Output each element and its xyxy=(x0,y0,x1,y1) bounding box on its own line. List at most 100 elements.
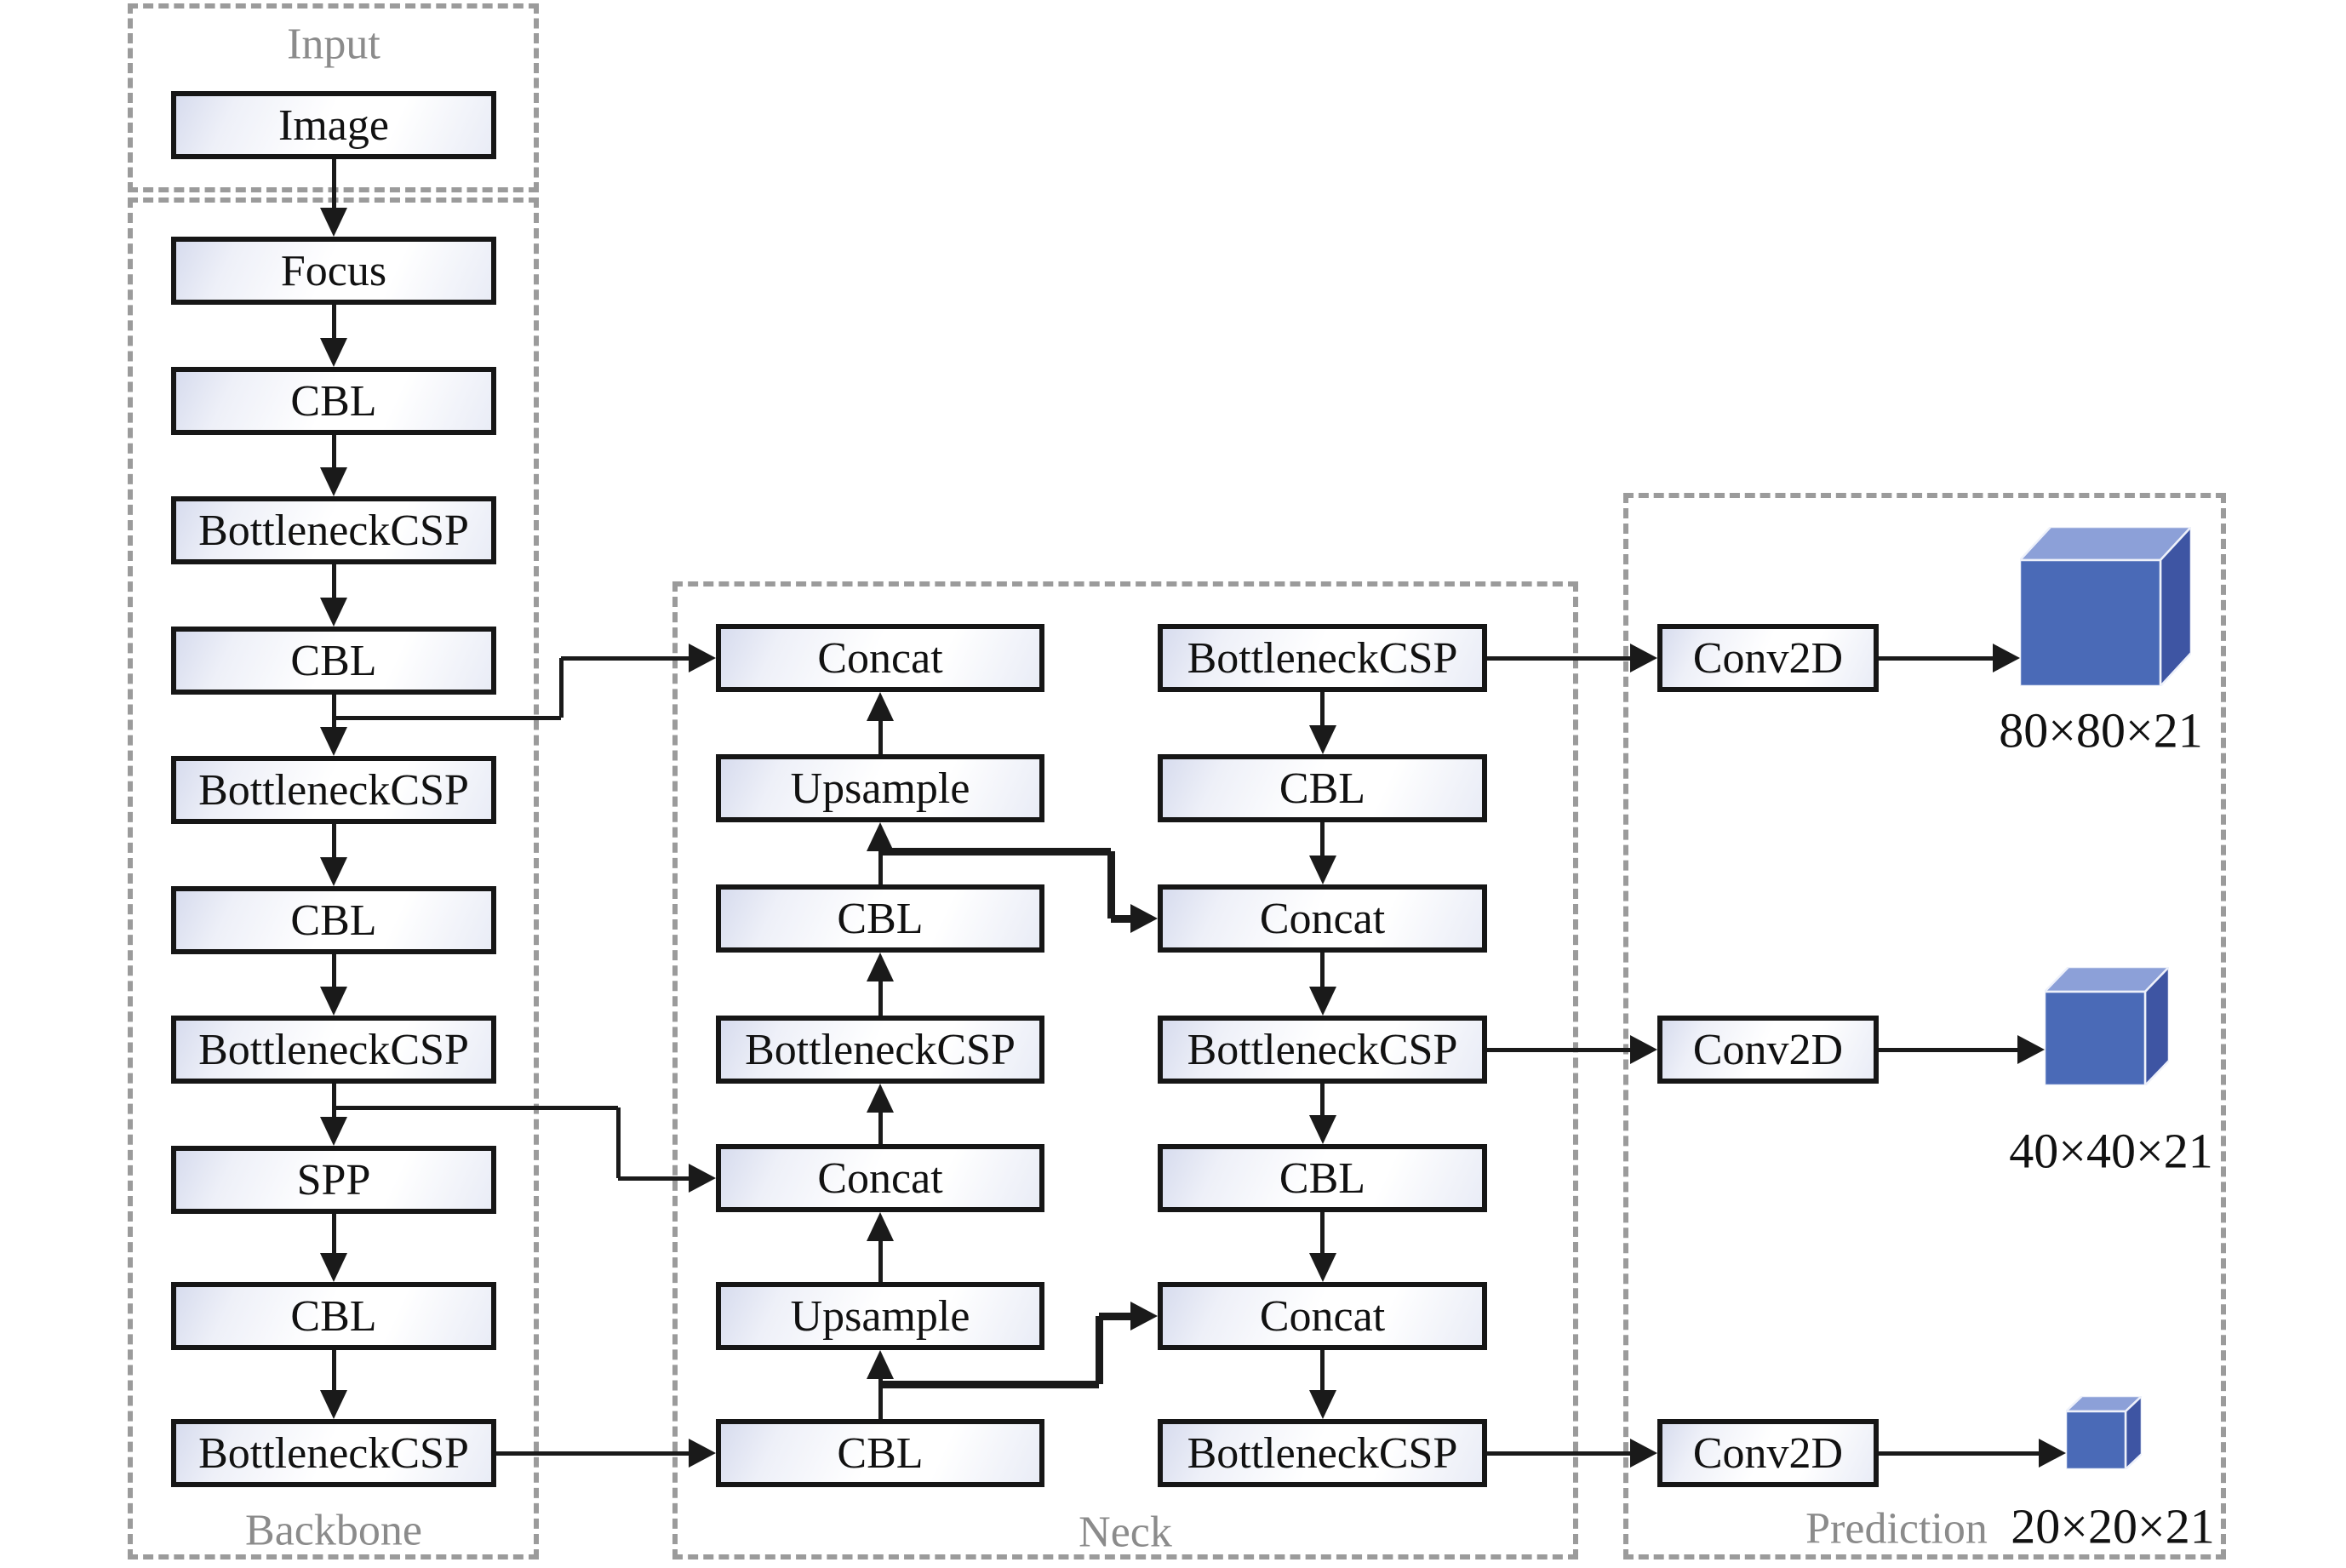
backbone-node-2-bottleneckcsp: BottleneckCSP xyxy=(171,496,496,564)
connector-line xyxy=(1320,1212,1325,1262)
neck-left-node-4-concat: Concat xyxy=(716,1144,1044,1212)
arrowhead-icon xyxy=(320,727,347,756)
prediction-conv2d-node-2: Conv2D xyxy=(1657,1419,1879,1487)
arrowhead-icon xyxy=(320,338,347,367)
neck-right-node-1-cbl: CBL xyxy=(1158,754,1487,822)
prediction-section-container xyxy=(1623,493,2226,1559)
connector-line xyxy=(331,1084,336,1125)
backbone-node-4-bottleneckcsp: BottleneckCSP xyxy=(171,756,496,824)
arrowhead-icon xyxy=(320,1390,347,1419)
arrowhead-icon xyxy=(320,857,347,886)
output-size-label-80: 80×80×21 xyxy=(1999,702,2203,758)
arrowhead-icon xyxy=(867,1084,894,1113)
connector-line xyxy=(878,973,883,1016)
connector-line xyxy=(878,712,883,754)
connector-line xyxy=(1320,822,1325,864)
connector-line xyxy=(1487,655,1634,661)
arrowhead-icon xyxy=(867,822,894,851)
connector-line xyxy=(878,843,883,884)
connector-line xyxy=(334,715,561,720)
arrowhead-icon xyxy=(1308,1253,1336,1282)
connector-line xyxy=(331,159,336,216)
connector-line xyxy=(615,1107,621,1178)
arrowhead-icon xyxy=(320,987,347,1016)
backbone-node-8-cbl: CBL xyxy=(171,1282,496,1350)
neck-right-node-6-bottleneckcsp: BottleneckCSP xyxy=(1158,1419,1487,1487)
neck-right-node-5-concat: Concat xyxy=(1158,1282,1487,1350)
neck-right-node-3-bottleneckcsp: BottleneckCSP xyxy=(1158,1016,1487,1084)
backbone-node-5-cbl: CBL xyxy=(171,886,496,954)
connector-line xyxy=(1111,914,1134,923)
connector-line xyxy=(1107,851,1115,918)
arrowhead-icon xyxy=(1308,987,1336,1016)
arrowhead-icon xyxy=(689,1164,716,1193)
neck-right-node-4-cbl: CBL xyxy=(1158,1144,1487,1212)
arrowhead-icon xyxy=(867,692,894,721)
backbone-node-3-cbl: CBL xyxy=(171,627,496,695)
backbone-node-7-spp: SPP xyxy=(171,1146,496,1214)
input-section-label: Input xyxy=(287,20,381,69)
output-size-label-40: 40×40×21 xyxy=(2009,1123,2213,1179)
backbone-node-6-bottleneckcsp: BottleneckCSP xyxy=(171,1016,496,1084)
connector-line xyxy=(331,564,336,606)
neck-left-node-2-cbl: CBL xyxy=(716,884,1044,953)
arrowhead-icon xyxy=(867,1350,894,1379)
neck-right-node-0-bottleneckcsp: BottleneckCSP xyxy=(1158,624,1487,692)
arrowhead-icon xyxy=(1130,904,1158,933)
backbone-node-9-bottleneckcsp: BottleneckCSP xyxy=(171,1419,496,1487)
arrowhead-icon xyxy=(320,1253,347,1282)
connector-line xyxy=(331,305,336,346)
neck-left-node-1-upsample: Upsample xyxy=(716,754,1044,822)
connector-line xyxy=(1487,1047,1634,1052)
connector-line xyxy=(1320,692,1325,734)
connector-line xyxy=(331,954,336,995)
connector-line xyxy=(1099,1312,1134,1320)
neck-left-node-0-concat: Concat xyxy=(716,624,1044,692)
backbone-node-1-cbl: CBL xyxy=(171,367,496,435)
arrowhead-icon xyxy=(320,1117,347,1146)
connector-line xyxy=(1320,953,1325,995)
connector-line xyxy=(1487,1451,1634,1456)
connector-line xyxy=(1879,655,1998,661)
connector-line xyxy=(331,435,336,476)
arrowhead-icon xyxy=(1308,725,1336,754)
connector-line xyxy=(878,1233,883,1282)
arrowhead-icon xyxy=(1308,1115,1336,1144)
arrowhead-icon xyxy=(867,953,894,981)
prediction-conv2d-node-0: Conv2D xyxy=(1657,624,1879,692)
backbone-section-label: Backbone xyxy=(245,1506,422,1555)
connector-line xyxy=(558,658,564,718)
connector-line xyxy=(331,1214,336,1262)
connector-line xyxy=(1320,1350,1325,1399)
output-cube-icon-2 xyxy=(2066,1396,2142,1469)
prediction-section-label: Prediction xyxy=(1805,1504,1988,1554)
arrowhead-icon xyxy=(1308,1390,1336,1419)
connector-line xyxy=(1879,1451,2044,1456)
connector-line xyxy=(331,824,336,866)
neck-right-node-2-concat: Concat xyxy=(1158,884,1487,953)
arrowhead-icon xyxy=(867,1212,894,1241)
neck-left-node-3-bottleneckcsp: BottleneckCSP xyxy=(716,1016,1044,1084)
output-cube-icon-0 xyxy=(2020,527,2191,686)
input-node-image: Image xyxy=(171,91,496,159)
connector-line xyxy=(1879,1047,2023,1052)
connector-line xyxy=(331,1350,336,1399)
arrowhead-icon xyxy=(1993,644,2020,672)
connector-line xyxy=(1095,1316,1103,1384)
prediction-conv2d-node-1: Conv2D xyxy=(1657,1016,1879,1084)
connector-line xyxy=(496,1451,694,1456)
neck-left-node-5-upsample: Upsample xyxy=(716,1282,1044,1350)
connector-line xyxy=(618,1176,694,1181)
connector-line xyxy=(878,1371,883,1419)
neck-section-container xyxy=(672,581,1578,1559)
arrowhead-icon xyxy=(1308,856,1336,884)
arrowhead-icon xyxy=(320,467,347,496)
arrowhead-icon xyxy=(1130,1302,1158,1331)
arrowhead-icon xyxy=(689,1439,716,1468)
connector-line xyxy=(1320,1084,1325,1124)
arrowhead-icon xyxy=(1630,644,1657,672)
arrowhead-icon xyxy=(1630,1439,1657,1468)
arrowhead-icon xyxy=(689,644,716,672)
